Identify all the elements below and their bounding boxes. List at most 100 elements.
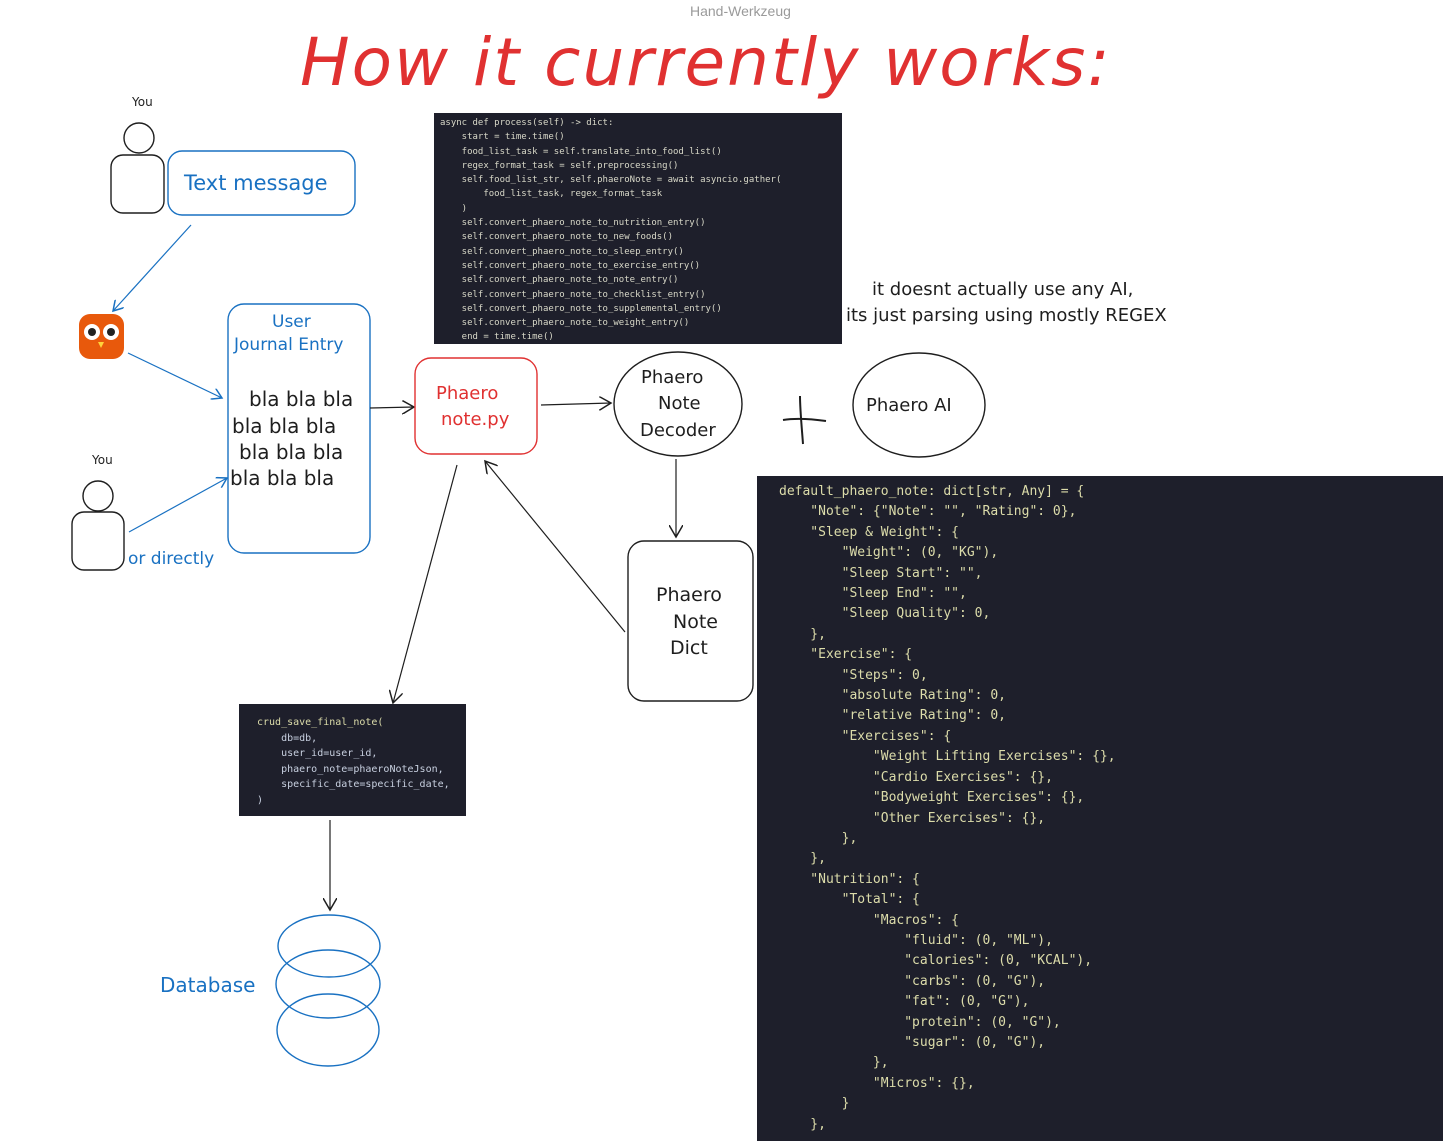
dict-code-line: "fluid": (0, "ML"), bbox=[779, 932, 1053, 948]
process-code-line: end = time.time() bbox=[440, 332, 554, 343]
journal-entry-box bbox=[227, 303, 371, 554]
dict-label-3: Dict bbox=[670, 637, 708, 659]
page-title: How it currently works: bbox=[300, 24, 1112, 101]
phaero-note-py-box bbox=[414, 357, 538, 455]
code-snippet-crud: crud_save_final_note( db=db, user_id=use… bbox=[239, 704, 466, 816]
dict-code-line: "Sleep & Weight": { bbox=[779, 524, 960, 540]
arrow-phaero-py-to-decoder bbox=[540, 403, 611, 405]
dict-code-line: } bbox=[779, 1096, 850, 1112]
crud-code-line: phaero_note=phaeroNoteJson, bbox=[257, 763, 444, 775]
you-label-top: You bbox=[132, 95, 153, 109]
dict-code-line: }, bbox=[779, 626, 826, 642]
crud-code-line: specific_date=specific_date, bbox=[257, 779, 450, 791]
crud-code-line: db=db, bbox=[257, 732, 318, 744]
journal-line-1: bla bla bla bbox=[249, 387, 354, 411]
or-directly-label: or directly bbox=[128, 549, 215, 569]
dict-code-line: "relative Rating": 0, bbox=[779, 708, 1006, 724]
database-icon bbox=[275, 914, 381, 1067]
owl-bot-icon bbox=[79, 314, 124, 359]
decoder-circle bbox=[613, 351, 743, 457]
phaero-ai-circle bbox=[852, 352, 986, 458]
dict-code-line: "absolute Rating": 0, bbox=[779, 688, 1006, 704]
process-code-line: self.convert_phaero_note_to_exercise_ent… bbox=[440, 260, 701, 271]
journal-line-2: bla bla bla bbox=[232, 414, 337, 438]
dict-code-line: "Sleep Start": "", bbox=[779, 565, 983, 581]
dict-code-line: "Exercises": { bbox=[779, 728, 952, 744]
dict-code-line: }, bbox=[779, 830, 858, 846]
dict-code-line: "Weight": (0, "KG"), bbox=[779, 545, 999, 561]
process-code-line: food_list_task = self.translate_into_foo… bbox=[440, 146, 722, 157]
dict-code-line: "carbs": (0, "G"), bbox=[779, 973, 1046, 989]
phaero-py-label-1: Phaero bbox=[436, 383, 499, 404]
decoder-label-2: Note bbox=[658, 393, 701, 414]
process-code-line: food_list_task, regex_format_task bbox=[440, 189, 663, 200]
text-message-label: Text message bbox=[184, 171, 328, 195]
process-code-line: ) bbox=[440, 203, 468, 214]
dict-code-line: "Weight Lifting Exercises": {}, bbox=[779, 749, 1116, 765]
arrow-phaero-py-to-crud bbox=[393, 464, 458, 703]
journal-line-3: bla bla bla bbox=[239, 440, 344, 464]
dict-code-line: "Note": {"Note": "", "Rating": 0}, bbox=[779, 504, 1077, 520]
journal-title-line1: User bbox=[272, 312, 311, 332]
phaero-py-label-2: note.py bbox=[441, 409, 510, 430]
dict-code-line: "Micros": {}, bbox=[779, 1075, 975, 1091]
journal-title-line2: Journal Entry bbox=[234, 335, 344, 355]
dict-label-2: Note bbox=[673, 611, 718, 633]
phaero-ai-label: Phaero AI bbox=[866, 395, 952, 416]
dict-code-line: "Total": { bbox=[779, 892, 920, 908]
journal-line-4: bla bla bla bbox=[230, 466, 335, 490]
dict-code-line: "protein": (0, "G"), bbox=[779, 1014, 1061, 1030]
dict-code-line: }, bbox=[779, 851, 826, 867]
arrow-direct-to-journal bbox=[128, 478, 227, 533]
text-message-box bbox=[167, 150, 356, 216]
dict-code-line: "Nutrition": { bbox=[779, 871, 920, 887]
you-actor-bottom bbox=[71, 480, 125, 571]
you-label-bottom: You bbox=[92, 453, 113, 467]
dict-label-1: Phaero bbox=[656, 584, 722, 606]
dict-code-line: "Other Exercises": {}, bbox=[779, 810, 1046, 826]
you-actor-top bbox=[110, 122, 165, 214]
database-label: Database bbox=[160, 973, 256, 997]
dict-code-line: default_phaero_note: dict[str, Any] = { bbox=[779, 484, 1085, 499]
crud-code-line: crud_save_final_note( bbox=[257, 717, 384, 728]
dict-code-line: "sugar": (0, "G"), bbox=[779, 1034, 1046, 1050]
crud-code-line: ) bbox=[257, 794, 264, 806]
code-snippet-default-dict: default_phaero_note: dict[str, Any] = { … bbox=[757, 476, 1443, 1141]
crud-code-line: user_id=user_id, bbox=[257, 748, 378, 760]
dict-code-line: }, bbox=[779, 1055, 889, 1071]
process-code-line: self.food_list_str, self.phaeroNote = aw… bbox=[440, 175, 782, 186]
dict-code-line: "Sleep Quality": 0, bbox=[779, 606, 991, 622]
dict-code-line: "calories": (0, "KCAL"), bbox=[779, 953, 1093, 969]
code-snippet-process: async def process(self) -> dict: start =… bbox=[434, 113, 842, 344]
dict-code-line: "Bodyweight Exercises": {}, bbox=[779, 790, 1085, 806]
dict-code-line: "Steps": 0, bbox=[779, 667, 928, 683]
process-code-line: regex_format_task = self.preprocessing() bbox=[440, 160, 679, 171]
dict-code-line: "fat": (0, "G"), bbox=[779, 994, 1030, 1010]
dict-code-line: "Macros": { bbox=[779, 912, 960, 928]
process-code-line: self.convert_phaero_note_to_nutrition_en… bbox=[440, 218, 706, 229]
process-code-line: self.convert_phaero_note_to_supplemental… bbox=[440, 303, 722, 314]
decoder-label-1: Phaero bbox=[641, 367, 704, 388]
annotation-line-2: its just parsing using mostly REGEX bbox=[846, 305, 1167, 326]
arrow-message-to-bot bbox=[113, 224, 192, 311]
dict-code-line: }, bbox=[779, 1116, 826, 1132]
arrow-bot-to-journal bbox=[127, 352, 222, 398]
process-code-line: start = time.time() bbox=[440, 132, 565, 143]
process-code-line: self.convert_phaero_note_to_note_entry() bbox=[440, 275, 679, 286]
dict-code-line: "Cardio Exercises": {}, bbox=[779, 769, 1053, 785]
dict-code-line: "Exercise": { bbox=[779, 647, 913, 663]
process-code-line: self.convert_phaero_note_to_sleep_entry(… bbox=[440, 246, 684, 257]
arrow-journal-to-phaero-py bbox=[369, 407, 414, 408]
decoder-label-3: Decoder bbox=[640, 420, 716, 441]
plus-sign bbox=[782, 395, 827, 445]
arrow-dict-to-phaero-py bbox=[485, 461, 626, 633]
annotation-line-1: it doesnt actually use any AI, bbox=[872, 279, 1134, 300]
phaero-note-dict-box bbox=[627, 540, 754, 702]
toolbar-tool-label: Hand-Werkzeug bbox=[690, 3, 791, 19]
process-code-line: async def process(self) -> dict: bbox=[440, 118, 614, 128]
process-code-line: self.convert_phaero_note_to_checklist_en… bbox=[440, 289, 706, 300]
process-code-line: self.convert_phaero_note_to_weight_entry… bbox=[440, 318, 690, 329]
process-code-line: self.convert_phaero_note_to_new_foods() bbox=[440, 232, 673, 243]
dict-code-line: "Sleep End": "", bbox=[779, 586, 967, 602]
